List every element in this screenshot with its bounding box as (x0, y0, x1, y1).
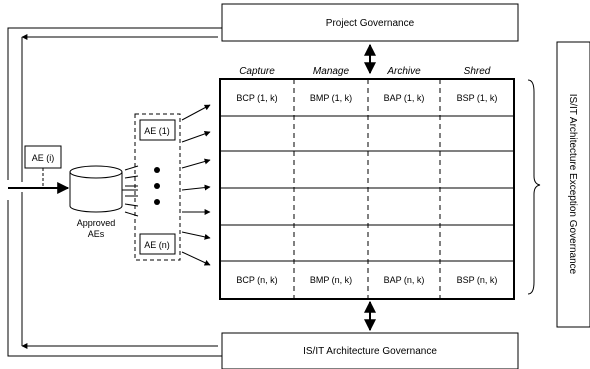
process-matrix (219, 78, 515, 300)
ae-list-container (134, 113, 181, 261)
cell-bcp-n: BCP (n, k) (236, 275, 277, 285)
matrix-row-lines (220, 115, 514, 262)
cell-bmp-1: BMP (1, k) (310, 93, 352, 103)
ae-n-box (139, 233, 176, 255)
repository-label-line1: Approved (77, 218, 116, 228)
cell-bap-n: BAP (n, k) (384, 275, 425, 285)
isit-governance-label: IS/IT Architecture Governance (303, 346, 437, 357)
ellipsis-dot-2 (154, 183, 160, 189)
approved-aes-repository (69, 165, 123, 213)
ellipsis-dot-3 (154, 199, 160, 205)
exception-governance-label: IS/IT Architecture Exception Governance (567, 94, 578, 275)
cell-bsp-n: BSP (n, k) (457, 275, 498, 285)
list-fanout-ticks (124, 165, 139, 217)
exception-governance-box (556, 41, 590, 328)
ae-1-label: AE (1) (144, 126, 170, 136)
cell-bmp-n: BMP (n, k) (310, 275, 352, 285)
ellipsis-dot-1 (154, 167, 160, 173)
ae-input-label: AE (i) (32, 153, 55, 163)
cell-bap-1: BAP (1, k) (384, 93, 425, 103)
isit-feedback-line (7, 200, 222, 357)
column-header-manage: Manage (313, 66, 350, 77)
fanout-arrows (181, 104, 211, 266)
project-governance-box (221, 3, 519, 42)
column-header-shred: Shred (464, 66, 491, 77)
ae-n-label: AE (n) (144, 240, 170, 250)
right-brace (527, 79, 541, 295)
column-header-archive: Archive (386, 66, 421, 77)
project-governance-label: Project Governance (326, 18, 415, 29)
project-feedback-line (7, 27, 222, 180)
ae-1-box (139, 119, 176, 141)
column-header-capture: Capture (239, 66, 275, 77)
matrix-column-lines (293, 79, 441, 299)
cell-bcp-1: BCP (1, k) (236, 93, 277, 103)
isit-governance-box (221, 332, 519, 369)
cell-bsp-1: BSP (1, k) (457, 93, 498, 103)
repository-label-line2: AEs (88, 229, 105, 239)
